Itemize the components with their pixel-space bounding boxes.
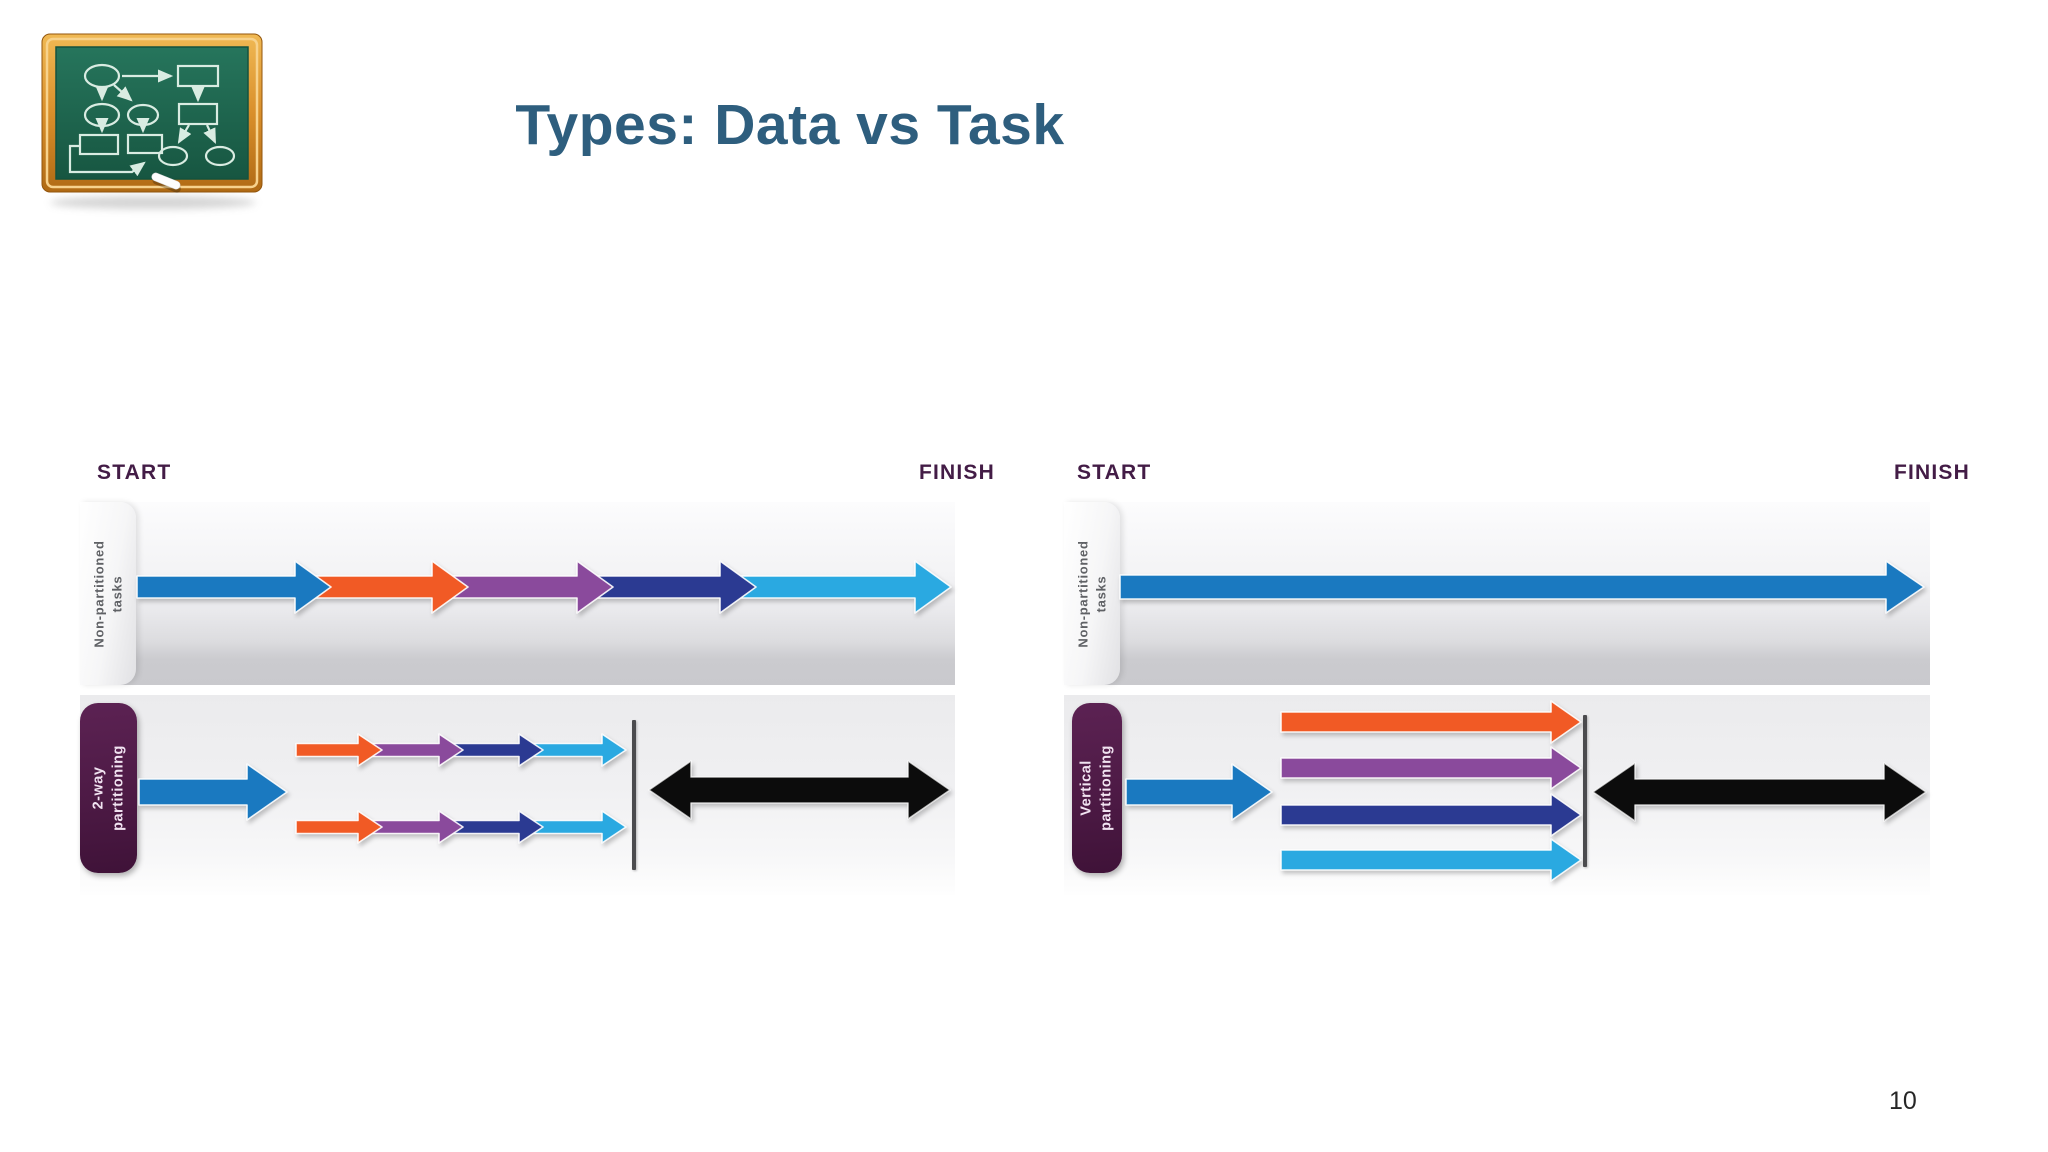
non-partitioned-band: Non-partitioned tasks	[1064, 502, 1930, 685]
tab-label-line: Vertical	[1078, 760, 1095, 816]
partition-stream-arrows	[1280, 793, 1582, 837]
partitioned-band: 2-way partitioning	[80, 695, 955, 895]
partition-stream-arrows	[1280, 700, 1582, 744]
flowchart-drawing	[68, 63, 236, 177]
lead-arrow	[1125, 763, 1273, 821]
tab-label-line: partitioning	[1098, 745, 1114, 831]
partition-stream-arrows	[1280, 746, 1582, 790]
time-saved-double-arrow	[1592, 762, 1927, 822]
finish-label: FINISH	[1893, 461, 1970, 484]
tab-label: 2-way partitioning	[89, 745, 128, 831]
tab-label-line: 2-way	[89, 766, 106, 810]
lead-arrow	[138, 763, 288, 821]
tab-label-line: partitioning	[109, 745, 126, 831]
partition-stream-arrows	[295, 810, 627, 844]
chalkboard-shadow	[50, 196, 256, 209]
partition-stream-arrows	[295, 733, 627, 767]
chalkboard-flowchart-icon	[41, 33, 263, 193]
task-sequence-arrows	[136, 560, 952, 614]
chalk-piece	[151, 172, 181, 193]
start-label: START	[97, 461, 172, 484]
sync-bar	[632, 720, 636, 870]
vertical-partitioning-tab: Vertical partitioning	[1072, 703, 1122, 873]
sync-bar	[1583, 715, 1587, 867]
start-label: START	[1077, 461, 1152, 484]
partition-stream-arrows	[1280, 838, 1582, 882]
tab-label: Vertical partitioning	[1077, 745, 1116, 831]
finish-label: FINISH	[918, 461, 995, 484]
partitioned-band: Vertical partitioning	[1064, 695, 1930, 895]
diagram-vertical-partitioning: START FINISH Non-partitioned tasks Verti…	[1064, 455, 1969, 895]
time-saved-double-arrow	[648, 760, 951, 820]
non-partitioned-tab: Non-partitioned tasks	[80, 502, 136, 685]
non-partitioned-band: Non-partitioned tasks	[80, 502, 955, 685]
task-sequence-arrows	[1119, 560, 1925, 614]
two-way-partitioning-tab: 2-way partitioning	[80, 703, 137, 873]
non-partitioned-tab: Non-partitioned tasks	[1064, 502, 1120, 685]
diagram-2way-partitioning: START FINISH Non-partitioned tasks 2-way…	[80, 455, 994, 895]
page-number: 10	[1889, 1087, 1917, 1115]
slide-title: Types: Data vs Task	[515, 93, 1065, 157]
